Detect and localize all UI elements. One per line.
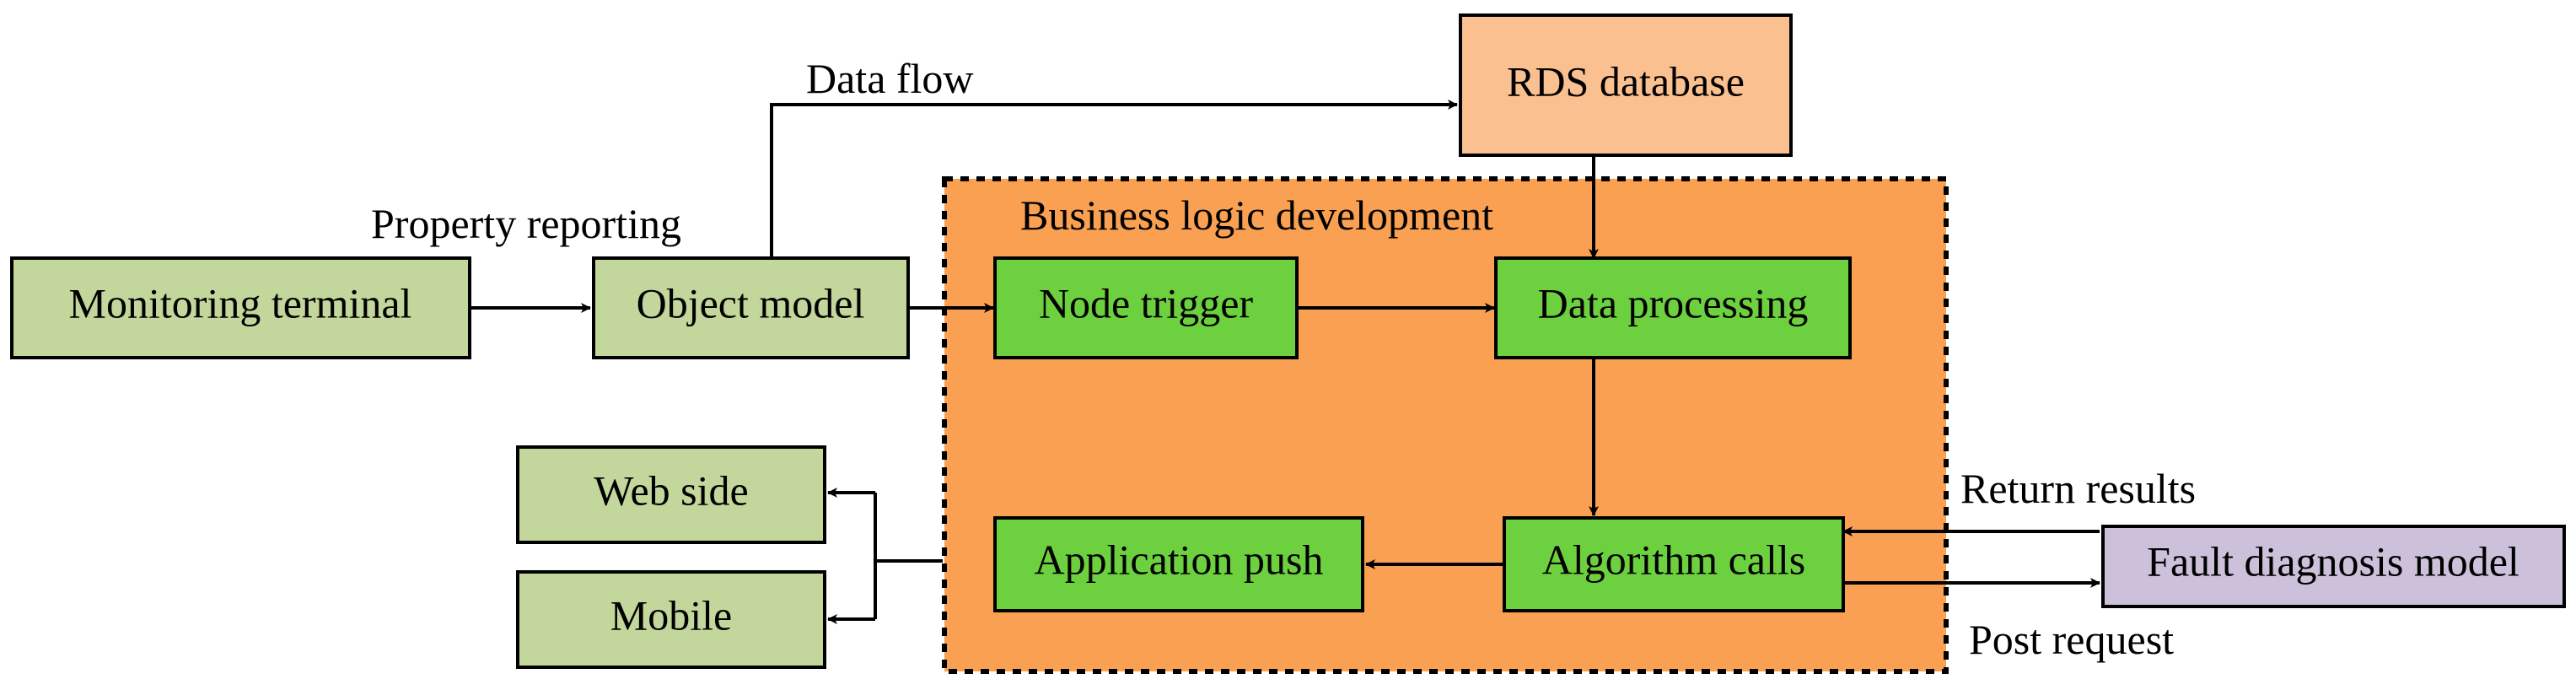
node-rds-database: RDS database [1459, 13, 1793, 157]
node-fault-diagnosis-model: Fault diagnosis model [2101, 525, 2566, 608]
node-monitoring-terminal-label: Monitoring terminal [69, 279, 412, 326]
edge-object-to-rds [770, 100, 1458, 258]
node-node-trigger: Node trigger [993, 256, 1299, 359]
node-fault-diagnosis-model-label: Fault diagnosis model [2147, 537, 2520, 585]
edge-label-property-reporting: Property reporting [371, 200, 681, 247]
node-web-side: Web side [516, 445, 826, 544]
node-monitoring-terminal: Monitoring terminal [10, 256, 471, 359]
node-object-model-label: Object model [637, 279, 865, 326]
node-object-model: Object model [592, 256, 910, 359]
edge-label-data-flow: Data flow [806, 55, 974, 102]
node-application-push: Application push [993, 516, 1364, 612]
node-algorithm-calls-label: Algorithm calls [1542, 536, 1805, 583]
node-data-processing-label: Data processing [1538, 279, 1809, 326]
node-mobile-label: Mobile [610, 591, 732, 639]
node-data-processing: Data processing [1494, 256, 1852, 359]
node-mobile: Mobile [516, 570, 826, 669]
node-web-side-label: Web side [594, 466, 748, 514]
edge-label-post-request: Post request [1969, 616, 2174, 663]
node-algorithm-calls: Algorithm calls [1503, 516, 1845, 612]
edge-label-return-results: Return results [1960, 465, 2196, 512]
node-rds-database-label: RDS database [1507, 57, 1745, 105]
business-logic-label: Business logic development [1020, 191, 1493, 239]
node-application-push-label: Application push [1034, 536, 1323, 583]
node-node-trigger-label: Node trigger [1039, 279, 1253, 326]
